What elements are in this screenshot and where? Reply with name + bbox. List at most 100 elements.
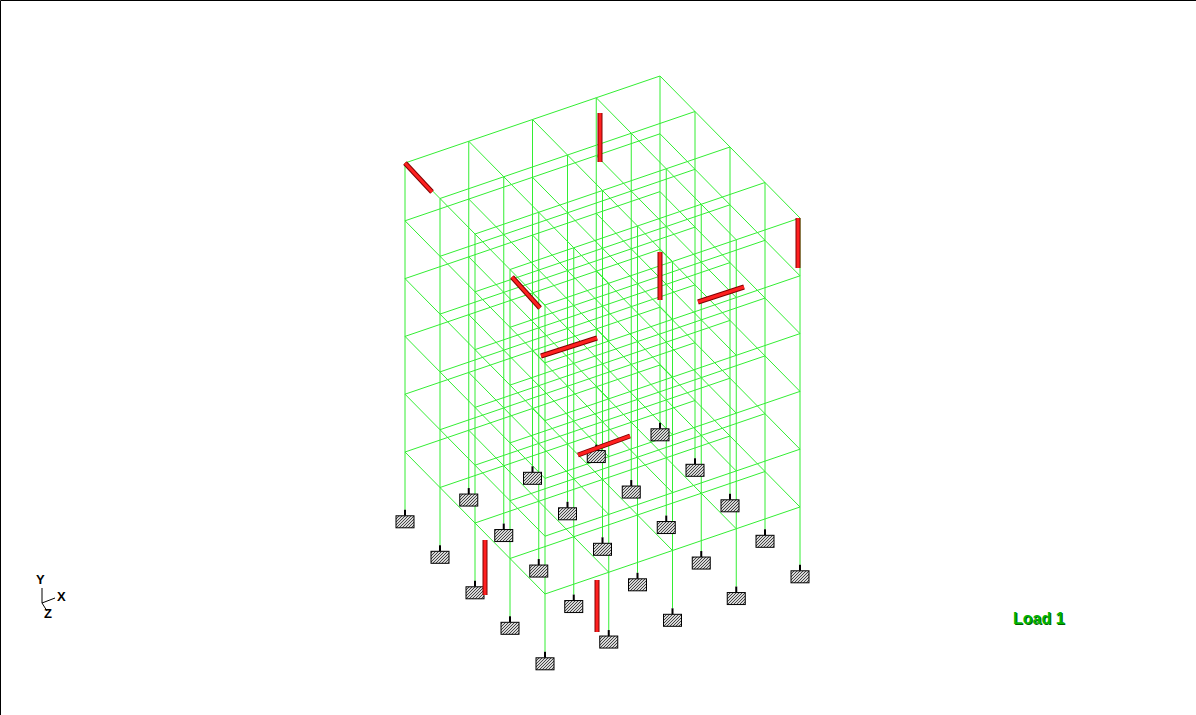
- beam-line: [596, 76, 660, 98]
- beam-line: [574, 226, 638, 248]
- beam-line: [701, 378, 736, 414]
- beam-line: [666, 284, 701, 320]
- beam-line: [510, 306, 574, 328]
- highlighted-member-outline: [658, 252, 663, 300]
- support-stem: [637, 573, 639, 579]
- beam-line: [736, 334, 800, 356]
- highlighted-member-outline: [512, 277, 540, 308]
- beam-line: [574, 363, 609, 399]
- column-line: [440, 199, 441, 546]
- beam-line: [638, 284, 673, 320]
- highlighted-member: [578, 436, 630, 455]
- beam-line: [405, 336, 440, 372]
- beam-line: [568, 213, 603, 249]
- beam-line: [765, 356, 800, 392]
- beam-line: [545, 283, 609, 305]
- beam-line: [631, 133, 666, 169]
- beam-line: [475, 212, 539, 234]
- beam-line: [736, 507, 800, 529]
- support-stem: [468, 488, 470, 494]
- beam-line: [440, 177, 504, 199]
- beam-line: [736, 276, 800, 298]
- beam-line: [533, 235, 568, 271]
- fixed-support: [651, 429, 669, 441]
- support-stem: [630, 480, 632, 486]
- support-stem: [672, 608, 674, 614]
- beam-line: [765, 183, 800, 219]
- beam-line: [539, 386, 574, 422]
- support-stem: [474, 581, 476, 587]
- highlighted-member-outline: [405, 163, 432, 192]
- beam-line: [510, 421, 574, 443]
- beam-line: [504, 177, 539, 213]
- fixed-support: [524, 472, 542, 484]
- beam-line: [440, 199, 475, 235]
- beam-line: [504, 235, 539, 270]
- column-line: [765, 183, 766, 530]
- beam-line: [510, 248, 574, 270]
- beam-line: [475, 465, 510, 501]
- axis-label: X: [57, 589, 66, 604]
- beam-line: [469, 199, 504, 235]
- beam-line: [596, 213, 631, 249]
- highlighted-member-outline: [595, 580, 600, 632]
- beam-line: [603, 306, 638, 342]
- beam-line: [730, 147, 765, 183]
- fixed-support: [396, 516, 414, 528]
- beam-line: [440, 256, 475, 292]
- beam-line: [631, 364, 666, 400]
- fixed-support: [756, 535, 774, 547]
- beam-line: [701, 414, 765, 436]
- beam-line: [673, 240, 737, 262]
- beam-line: [539, 212, 574, 248]
- fixed-support: [692, 557, 710, 569]
- beam-line: [730, 320, 765, 356]
- beam-line: [765, 298, 800, 334]
- beam-line: [730, 378, 765, 414]
- support-stem: [608, 630, 610, 636]
- fixed-support: [466, 587, 484, 599]
- beam-line: [666, 227, 701, 262]
- column-line: [608, 283, 609, 630]
- beam-line: [666, 342, 701, 378]
- beam-line: [695, 343, 730, 379]
- beam-line: [701, 240, 765, 262]
- beam-line: [695, 112, 730, 148]
- highlighted-member-outline: [541, 338, 597, 356]
- highlighted-member-outline: [698, 287, 744, 302]
- beam-line: [603, 248, 638, 283]
- beam-line: [603, 364, 638, 400]
- beam-line: [510, 270, 545, 306]
- support-stem: [735, 587, 737, 593]
- support-stem: [567, 502, 569, 508]
- beam-line: [469, 315, 504, 351]
- fixed-support: [657, 522, 675, 534]
- fixed-support: [495, 530, 513, 542]
- beam-line: [539, 191, 603, 213]
- beam-line: [510, 327, 545, 363]
- beam-line: [638, 262, 702, 284]
- beam-line: [666, 169, 701, 205]
- beam-line: [469, 372, 504, 408]
- beam-line: [736, 218, 800, 240]
- beam-line: [510, 501, 545, 537]
- support-stem: [573, 595, 575, 601]
- beam-line: [631, 191, 666, 227]
- beam-line: [574, 479, 609, 515]
- beam-line: [405, 279, 440, 315]
- beam-line: [666, 147, 730, 169]
- beam-line: [701, 204, 736, 240]
- beam-line: [673, 529, 737, 551]
- support-stem: [694, 458, 696, 464]
- fixed-support: [600, 636, 618, 648]
- column-line: [567, 155, 568, 502]
- highlighted-member: [596, 580, 599, 632]
- fixed-support: [622, 486, 640, 498]
- highlighted-member: [512, 277, 540, 308]
- beam-line: [609, 551, 673, 573]
- fixed-support: [721, 500, 739, 512]
- beam-line: [603, 169, 667, 191]
- beam-line: [701, 298, 765, 320]
- beam-line: [469, 257, 504, 293]
